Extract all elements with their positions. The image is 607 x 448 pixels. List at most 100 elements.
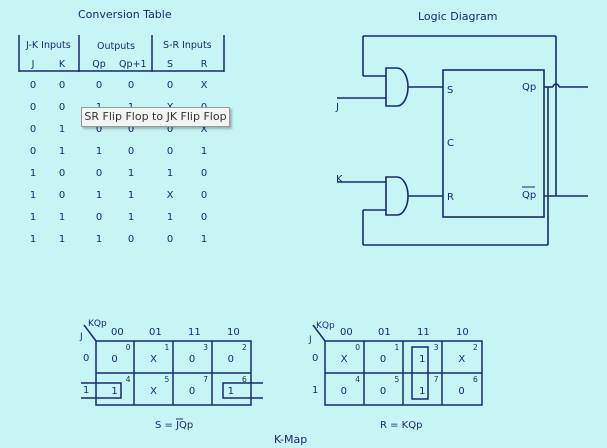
table-cell: 1 bbox=[58, 146, 66, 157]
group-header-outputs: Outputs bbox=[97, 41, 135, 52]
kmap-row-header: 0 bbox=[312, 353, 318, 364]
kmap-cell: X bbox=[341, 354, 348, 365]
group-header-sr: S-R Inputs bbox=[163, 40, 212, 51]
table-cell: 0 bbox=[166, 234, 174, 245]
kmap-s-equation: S = JQp bbox=[155, 420, 193, 431]
column-header: S bbox=[166, 59, 174, 70]
table-cell: 0 bbox=[58, 102, 66, 113]
kmap-index: 7 bbox=[434, 375, 439, 384]
table-cell: 0 bbox=[95, 212, 103, 223]
kmap-col-header: 00 bbox=[111, 327, 124, 338]
kmap-cell: X bbox=[150, 386, 157, 397]
table-cell: 0 bbox=[29, 146, 37, 157]
table-cell: 1 bbox=[166, 212, 174, 223]
kmap-index: 1 bbox=[395, 343, 400, 352]
kmap-col-header: 11 bbox=[417, 327, 430, 338]
kmap-index: 5 bbox=[395, 375, 400, 384]
table-cell: 0 bbox=[200, 190, 208, 201]
table-cell: 0 bbox=[127, 80, 135, 91]
conversion-table-title: Conversion Table bbox=[78, 8, 172, 21]
kmap-cell: 0 bbox=[189, 354, 195, 365]
kmap-r: KQp J R = KQp bbox=[308, 321, 483, 431]
kmap-cell: 0 bbox=[111, 354, 117, 365]
table-cell: 0 bbox=[127, 124, 135, 135]
kmap-cell: 0 bbox=[380, 386, 386, 397]
kmap-row-header: 1 bbox=[312, 385, 318, 396]
kmap-index: 7 bbox=[203, 375, 208, 384]
table-cell: 1 bbox=[58, 234, 66, 245]
kmap-index: 1 bbox=[165, 343, 170, 352]
kmap-r-equation: R = KQp bbox=[380, 420, 422, 431]
output-qbar-label: Qp bbox=[522, 190, 536, 201]
input-j-label: J bbox=[335, 102, 339, 113]
table-cell: 1 bbox=[95, 146, 103, 157]
table-cell: 1 bbox=[29, 212, 37, 223]
column-header: R bbox=[200, 59, 208, 70]
table-cell: 0 bbox=[29, 102, 37, 113]
column-header: Qp+1 bbox=[119, 59, 147, 70]
column-header: J bbox=[31, 59, 35, 70]
table-cell: 0 bbox=[200, 168, 208, 179]
kmap-cell: 0 bbox=[228, 354, 234, 365]
table-cell: 0 bbox=[29, 124, 37, 135]
kmap-cell: 0 bbox=[380, 354, 386, 365]
table-cell: 0 bbox=[95, 168, 103, 179]
kmap-cell: 1 bbox=[419, 386, 425, 397]
table-cell: 1 bbox=[200, 234, 208, 245]
kmap-col-header: 01 bbox=[149, 327, 162, 338]
table-cell: 1 bbox=[58, 124, 66, 135]
kmap-cell: 0 bbox=[341, 386, 347, 397]
kmap-s: KQp J S = JQp bbox=[79, 319, 263, 431]
conversion-table-lines bbox=[18, 35, 225, 72]
kmap-col-header: 00 bbox=[340, 327, 353, 338]
kmap-index: 6 bbox=[473, 375, 478, 384]
kmap-col-header: 10 bbox=[456, 327, 469, 338]
kmap-cell: 1 bbox=[228, 386, 234, 397]
kmap-col-header: 11 bbox=[188, 327, 201, 338]
kmap-index: 5 bbox=[165, 375, 170, 384]
kmap-cell: 1 bbox=[111, 386, 117, 397]
kmap-row-header: 0 bbox=[83, 353, 89, 364]
output-q-label: Qp bbox=[522, 82, 536, 93]
kmap-index: 4 bbox=[355, 375, 360, 384]
table-cell: 0 bbox=[200, 212, 208, 223]
kmap-index: 3 bbox=[434, 343, 439, 352]
table-cell: 1 bbox=[95, 234, 103, 245]
table-cell: X bbox=[200, 80, 208, 91]
logic-diagram-wires bbox=[337, 35, 588, 246]
table-cell: 1 bbox=[29, 234, 37, 245]
table-cell: 1 bbox=[95, 190, 103, 201]
kmap-index: 4 bbox=[126, 375, 131, 384]
tooltip: SR Flip Flop to JK Flip Flop bbox=[81, 107, 230, 127]
table-cell: 1 bbox=[58, 212, 66, 223]
table-cell: 0 bbox=[95, 80, 103, 91]
table-cell: 0 bbox=[95, 124, 103, 135]
table-cell: 1 bbox=[127, 190, 135, 201]
column-header: Qp bbox=[92, 59, 106, 70]
table-cell: 1 bbox=[200, 146, 208, 157]
kmap-cell: X bbox=[458, 354, 465, 365]
kmap-index: 3 bbox=[203, 343, 208, 352]
kmap-s-corner-left: J bbox=[79, 332, 83, 342]
table-cell: 1 bbox=[127, 168, 135, 179]
and-gate-bottom bbox=[385, 176, 409, 216]
kmap-index: 2 bbox=[242, 343, 247, 352]
kmap-index: 6 bbox=[242, 375, 247, 384]
input-k-label: K bbox=[336, 174, 343, 185]
table-cell: 0 bbox=[58, 190, 66, 201]
kmap-cell: 0 bbox=[458, 386, 464, 397]
table-cell: 0 bbox=[58, 168, 66, 179]
kmap-index: 0 bbox=[355, 343, 360, 352]
kmap-cell: 1 bbox=[419, 354, 425, 365]
table-cell: 0 bbox=[29, 80, 37, 91]
table-cell: 0 bbox=[166, 146, 174, 157]
flip-flop-box bbox=[442, 69, 545, 218]
pin-r-label: R bbox=[447, 192, 454, 203]
logic-diagram-title: Logic Diagram bbox=[418, 10, 497, 23]
table-cell: X bbox=[166, 190, 174, 201]
kmap-r-corner-left: J bbox=[308, 335, 312, 345]
kmap-index: 2 bbox=[473, 343, 478, 352]
kmap-footer: K-Map bbox=[274, 433, 307, 446]
and-gate-top bbox=[385, 67, 409, 107]
table-cell: 1 bbox=[166, 168, 174, 179]
